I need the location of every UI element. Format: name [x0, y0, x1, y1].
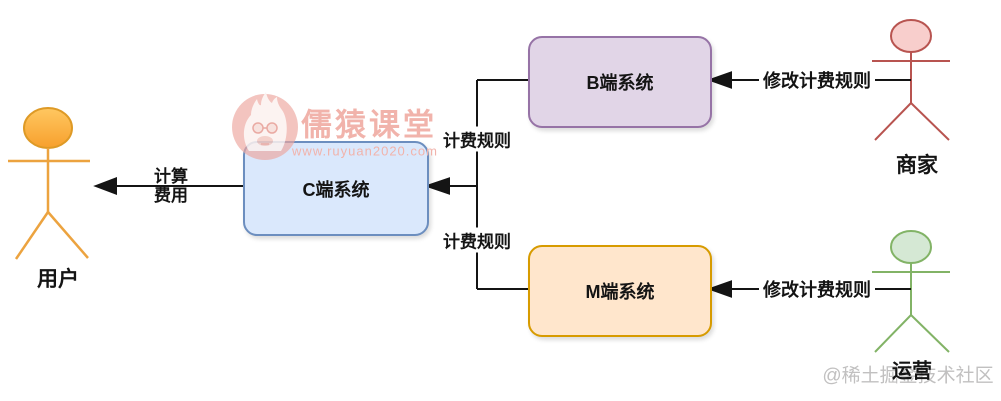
credit-watermark: @稀土掘金技术社区 — [822, 365, 994, 387]
arrowhead-to-b-system — [707, 71, 732, 89]
arrowhead-to-m-system — [707, 280, 732, 298]
user-head — [23, 107, 73, 149]
edge-label-billing-rule-top: 计费规则 — [440, 126, 514, 152]
arrowhead-to-c-system — [423, 177, 450, 195]
operator-left-leg — [874, 314, 912, 353]
operator-actor-figure — [872, 230, 950, 353]
edge-label-billing-rule-bottom: 计费规则 — [440, 227, 514, 253]
edge-label-calc-fee: 计算 费用 — [154, 167, 188, 205]
edge-label-modify-rule-top: 修改计费规则 — [759, 67, 875, 93]
merchant-actor-label: 商家 — [896, 154, 938, 177]
system-box-b-label: B端系统 — [586, 73, 654, 93]
user-actor-figure — [8, 107, 90, 260]
user-actor-label: 用户 — [37, 268, 79, 291]
edge-label-calc-fee-line1: 计算 — [154, 167, 188, 186]
operator-head — [890, 230, 932, 264]
merchant-right-leg — [910, 102, 950, 141]
user-left-leg — [14, 211, 50, 260]
system-box-b: B端系统 — [528, 36, 712, 128]
system-box-m-label: M端系统 — [585, 282, 655, 302]
merchant-left-leg — [874, 102, 912, 141]
edge-lines — [93, 71, 911, 298]
edge-label-calc-fee-line2: 费用 — [154, 186, 188, 205]
system-box-m: M端系统 — [528, 245, 712, 337]
arrowhead-to-user — [93, 177, 117, 195]
operator-right-leg — [910, 314, 950, 353]
operator-actor-label: 运营 — [892, 360, 932, 383]
user-right-leg — [47, 211, 89, 259]
monkey-flame-logo-icon — [232, 92, 298, 160]
merchant-actor-figure — [872, 19, 950, 141]
watermark-url: www.ruyuan2020.com — [292, 143, 438, 159]
watermark-brand: 儒猿课堂 — [301, 107, 437, 143]
merchant-head — [890, 19, 932, 53]
system-box-c-label: C端系统 — [302, 179, 370, 200]
edge-label-modify-rule-bottom: 修改计费规则 — [759, 276, 875, 302]
